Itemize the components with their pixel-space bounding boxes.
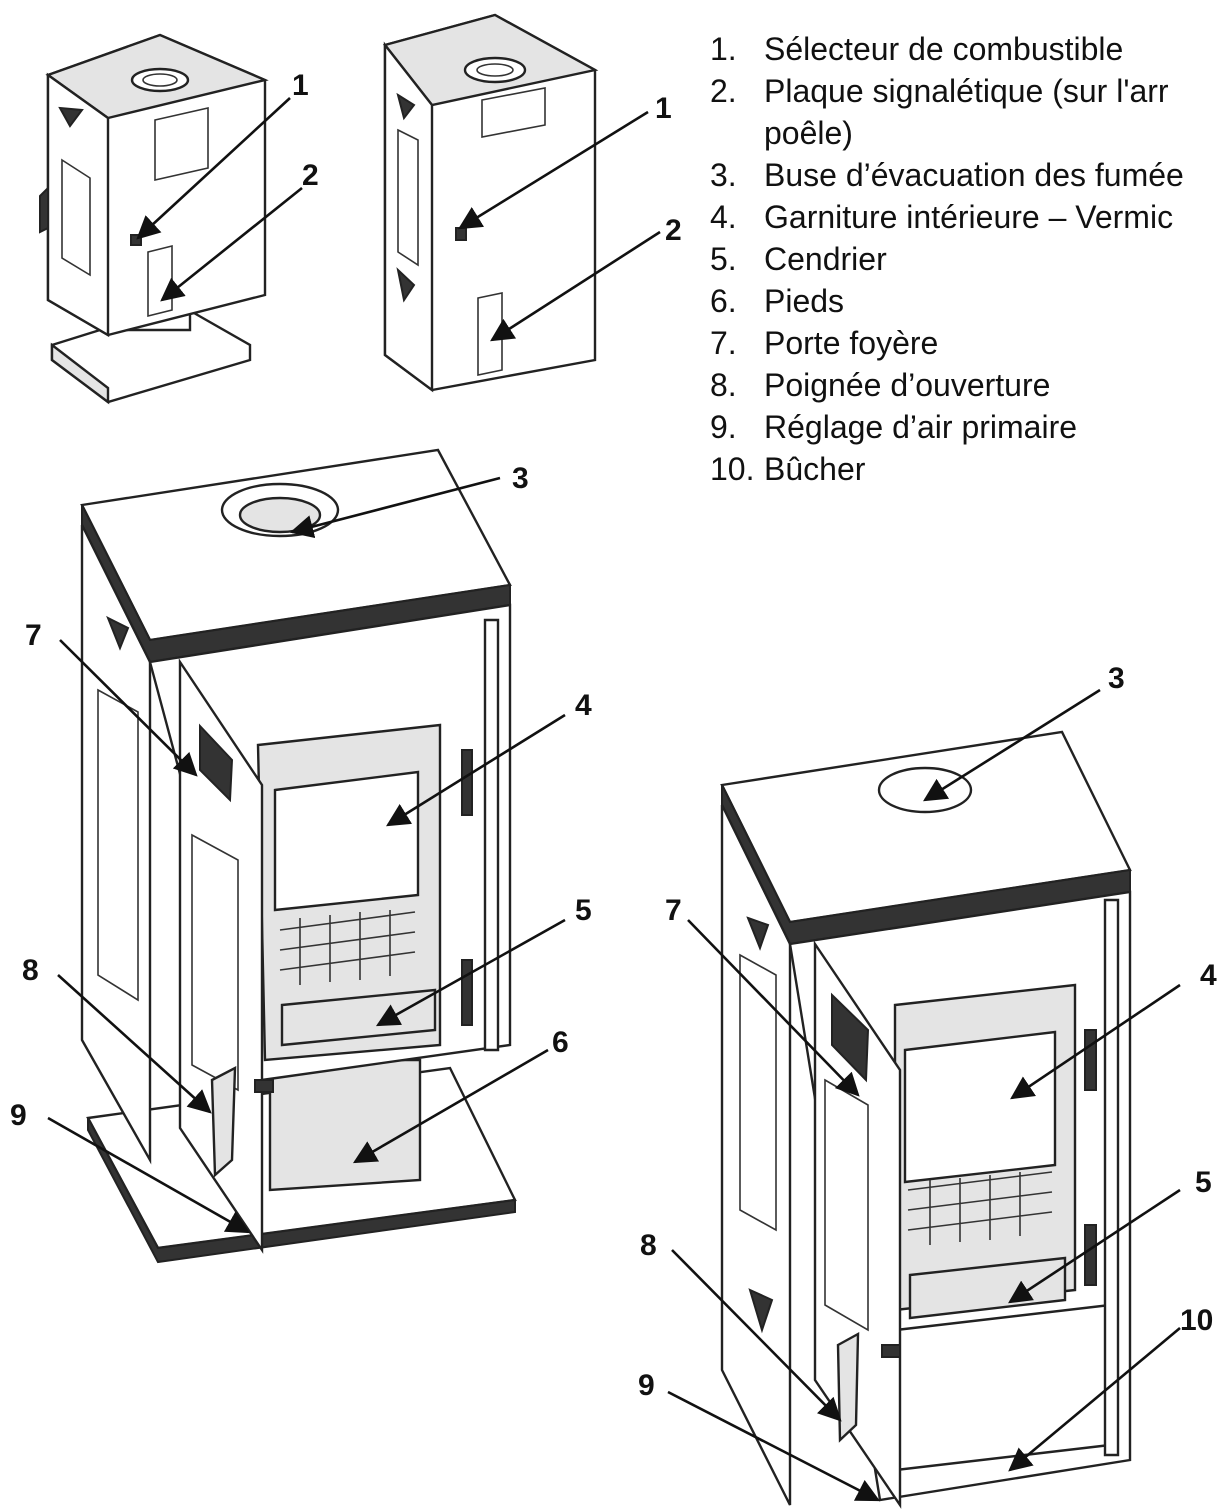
legend-item-feet: 6.Pieds — [710, 283, 845, 319]
legend-item-fuel-selector: 1.Sélecteur de combustible — [710, 31, 1124, 67]
callout-3: 3 — [1108, 662, 1125, 695]
callout-9: 9 — [10, 1099, 27, 1132]
legend-item-rating-plate: 2.Plaque signalétique (sur l'arr — [710, 73, 1169, 109]
legend-item-firebox-door: 7.Porte foyère — [710, 325, 939, 361]
callout-9: 9 — [638, 1369, 655, 1402]
stove-back-view — [382, 13, 599, 393]
callout-2: 2 — [302, 159, 319, 192]
callout-2: 2 — [665, 214, 682, 247]
legend-item-inner-lining: 4.Garniture intérieure – Vermic — [710, 199, 1174, 235]
legend-item-wood-store: 10.Bûcher — [710, 451, 866, 487]
callout-leaders — [47, 97, 1181, 1502]
callout-10: 10 — [1180, 1304, 1213, 1337]
callout-8: 8 — [22, 954, 39, 987]
callout-1: 1 — [292, 69, 309, 102]
callout-1: 1 — [655, 92, 672, 125]
parts-legend: 1.Sélecteur de combustible 2.Plaque sign… — [710, 28, 1184, 490]
callout-3: 3 — [512, 462, 529, 495]
stove-front-view-wood-store — [720, 730, 1132, 1509]
legend-item-rating-plate-cont: poêle) — [764, 115, 853, 151]
stove-front-view-pedestal — [80, 448, 517, 1264]
legend-item-flue-outlet: 3.Buse d’évacuation des fumée — [710, 157, 1184, 193]
callout-5: 5 — [575, 894, 592, 927]
stove-back-view-pedestal — [39, 33, 269, 405]
callout-6: 6 — [552, 1026, 569, 1059]
legend-item-door-handle: 8.Poignée d’ouverture — [710, 367, 1051, 403]
callout-7: 7 — [665, 894, 682, 927]
callout-5: 5 — [1195, 1166, 1212, 1199]
legend-item-ash-pan: 5.Cendrier — [710, 241, 887, 277]
callout-4: 4 — [1200, 959, 1217, 992]
callout-7: 7 — [25, 619, 42, 652]
legend-item-primary-air: 9.Réglage d’air primaire — [710, 409, 1078, 445]
callout-8: 8 — [640, 1229, 657, 1262]
callout-4: 4 — [575, 689, 592, 722]
callout-labels: 1 2 1 2 3 7 4 5 8 6 9 3 4 7 5 8 10 9 — [10, 69, 1217, 1402]
